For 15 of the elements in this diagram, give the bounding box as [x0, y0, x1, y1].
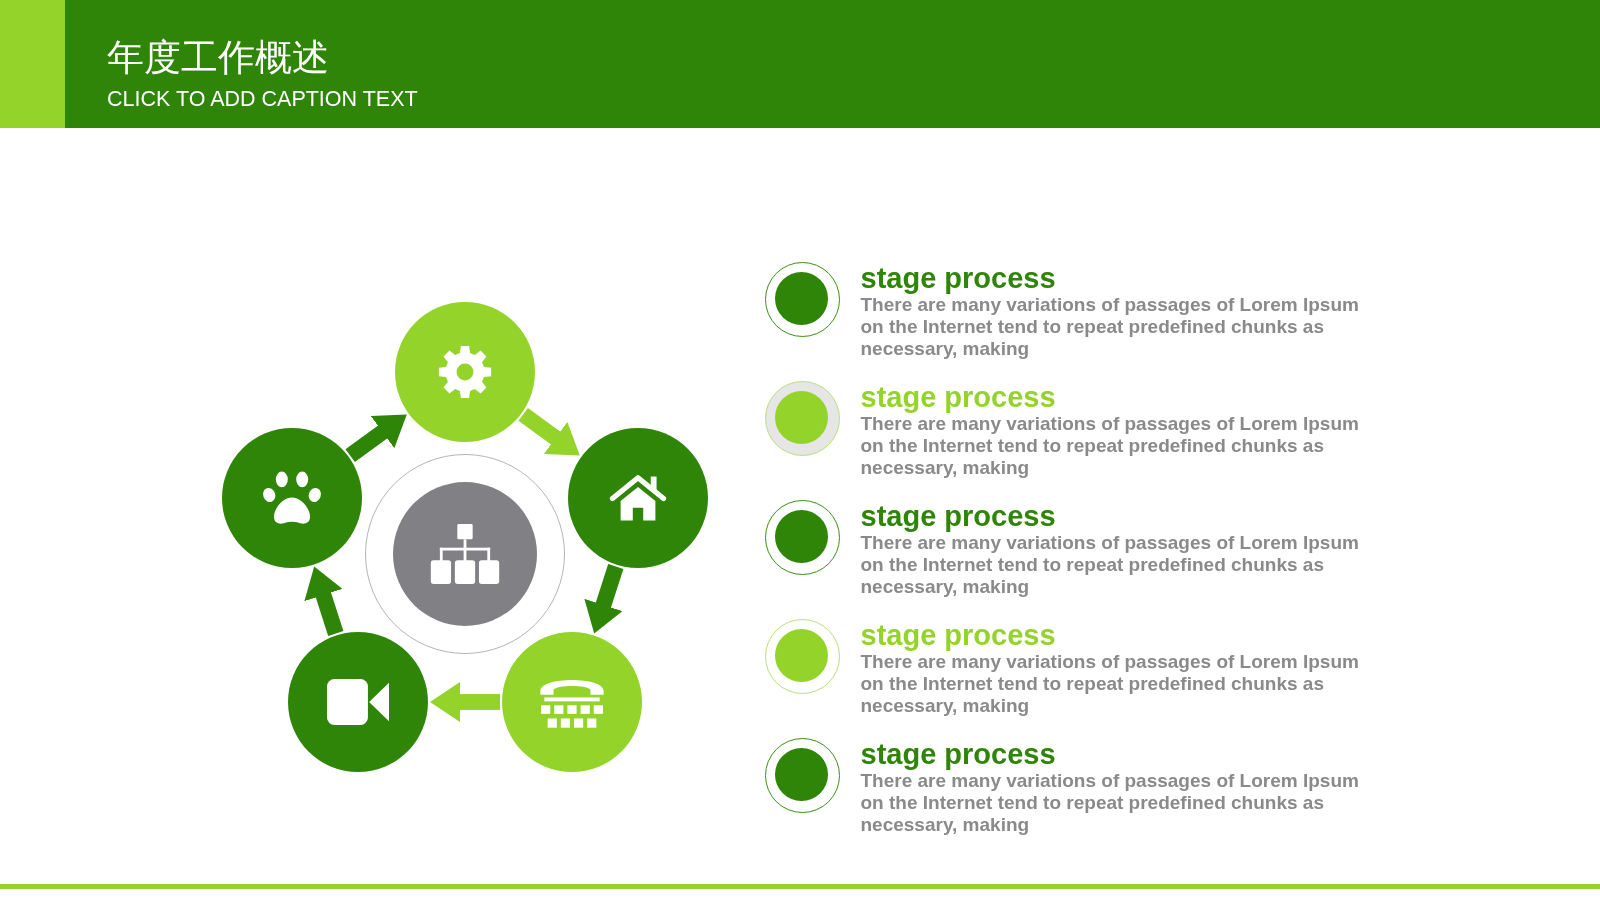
stage-heading: stage process [860, 262, 1056, 294]
description-text: There are many variations of passages of Lorem Ipsum on the Internet tend to repeat predefined chunks as necessary, making [860, 294, 1360, 360]
arrow [584, 564, 624, 636]
arrow [430, 682, 500, 722]
stage-heading: stage process [860, 381, 1056, 413]
stage-heading: stage process [860, 619, 1056, 651]
slide-title: 年度工作概述 [107, 36, 329, 80]
description-text: There are many variations of passages of Lorem Ipsum on the Internet tend to repeat predefined chunks as necessary, making [860, 651, 1360, 717]
description-text: There are many variations of passages of Lorem Ipsum on the Internet tend to repeat predefined chunks as necessary, making [860, 532, 1360, 598]
arrow [304, 564, 344, 636]
slide-subtitle: CLICK TO ADD CAPTION TEXT [107, 86, 418, 112]
description-text: There are many variations of passages of Lorem Ipsum on the Internet tend to repeat predefined chunks as necessary, making [860, 770, 1360, 836]
stage-heading: stage process [860, 738, 1056, 770]
description-text: There are many variations of passages of Lorem Ipsum on the Internet tend to repeat predefined chunks as necessary, making [860, 413, 1360, 479]
stage-heading: stage process [860, 500, 1056, 532]
